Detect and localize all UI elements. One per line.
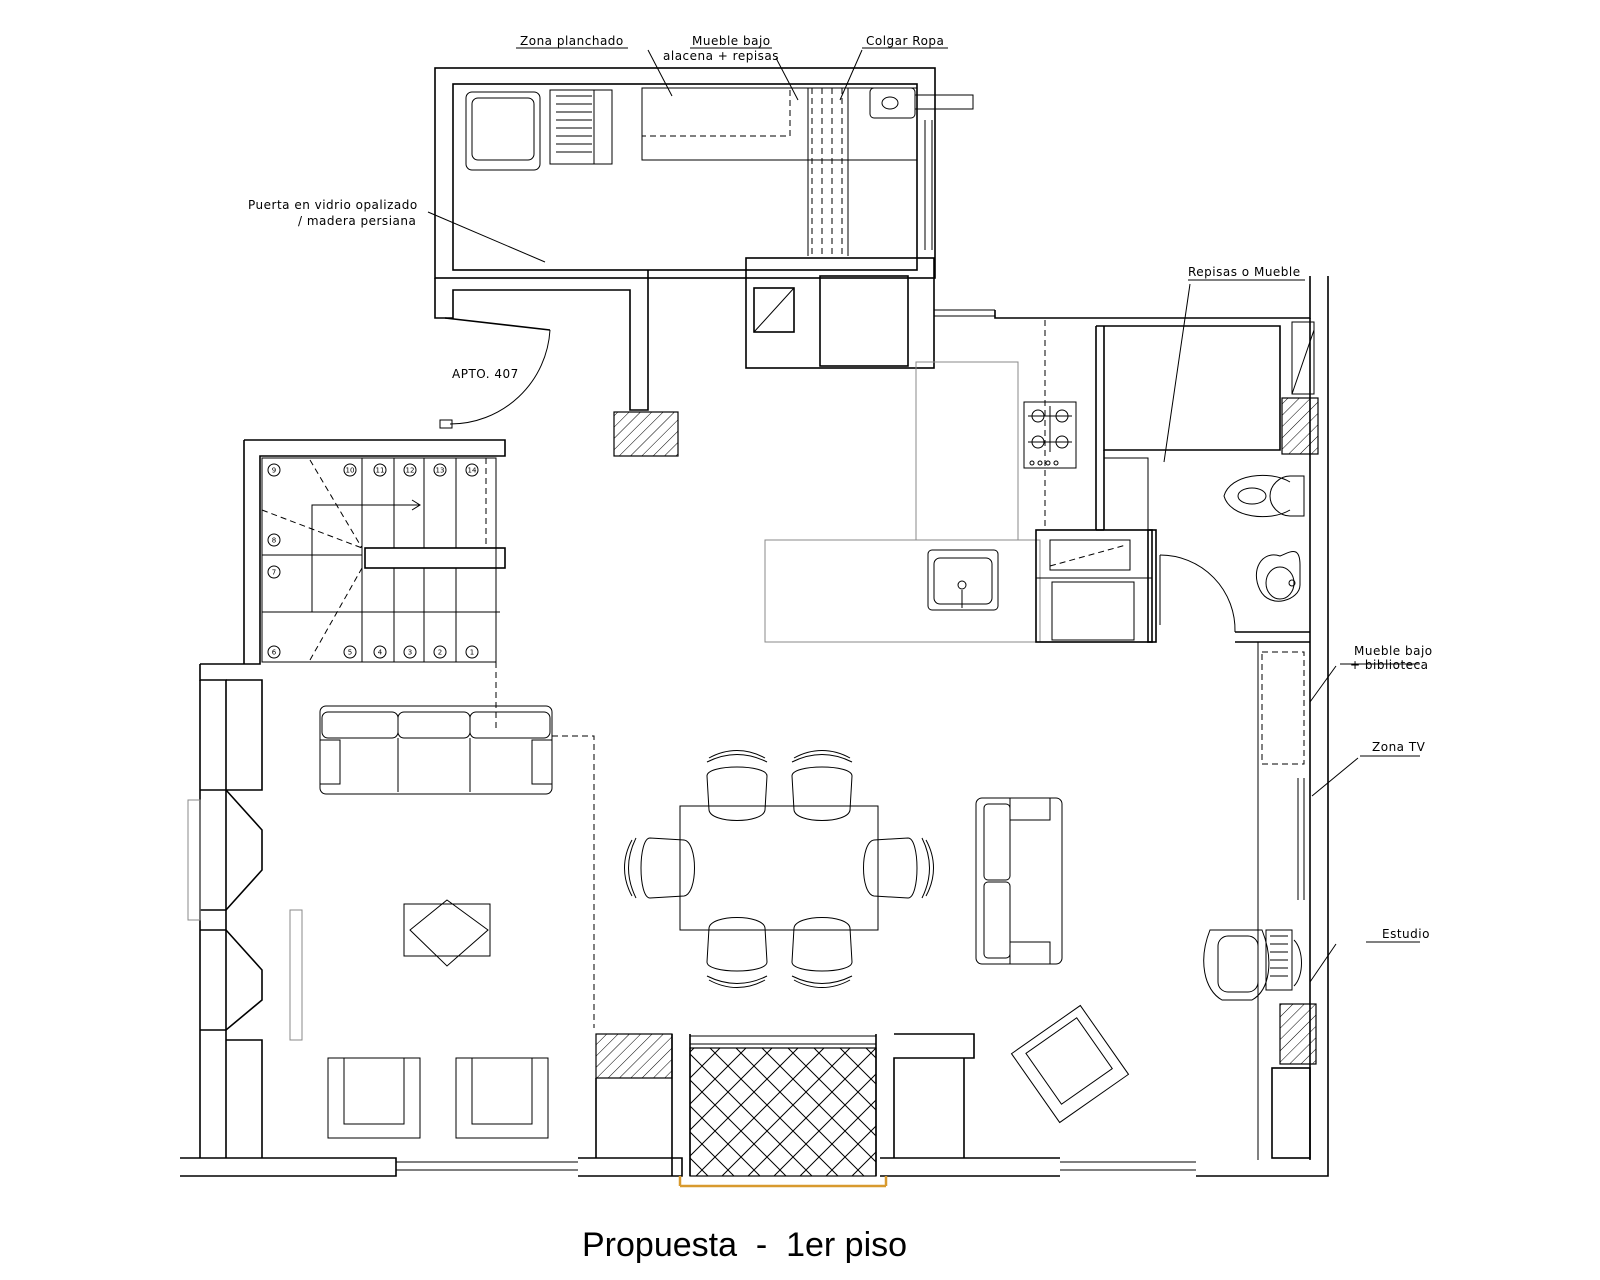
stair-step-marker (465, 463, 479, 477)
living-room (319, 705, 595, 1139)
stair-step-number: 14 (468, 467, 477, 475)
stair-step-number: 10 (346, 467, 355, 475)
stair-step-number: 2 (438, 649, 442, 657)
armchair-right (455, 1057, 549, 1139)
stair-step-number: 1 (470, 649, 474, 657)
label-estudio: Estudio (1382, 927, 1430, 941)
coffee-table (403, 903, 491, 957)
label-apto: APTO. 407 (452, 367, 519, 381)
right-wall-furniture (1257, 642, 1317, 1160)
label-mueble-bajo-right: Mueble bajo (1354, 644, 1433, 658)
stair-step-marker (403, 463, 417, 477)
label-colgar-ropa: Colgar Ropa (866, 34, 944, 48)
staircase (261, 457, 506, 730)
stair-step-marker (267, 645, 281, 659)
label-mueble-bajo-top: Mueble bajo (692, 34, 771, 48)
stair-step-marker (433, 645, 447, 659)
stair-step-number: 8 (272, 537, 276, 545)
laundry-room (434, 67, 995, 411)
dining-chair (791, 750, 853, 821)
label-zona-tv: Zona TV (1372, 740, 1426, 754)
stair-step-number: 11 (376, 467, 385, 475)
stair-numbers: 9 10 11 12 13 14 8 7 6 5 4 3 2 1 (267, 463, 479, 659)
stair-step-number: 3 (408, 649, 412, 657)
outer-walls (180, 276, 1329, 1177)
dining-chairs (624, 750, 934, 988)
stair-step-number: 6 (272, 649, 277, 657)
stair-step-marker (343, 645, 357, 659)
washbasin-icon (1255, 551, 1301, 602)
stair-step-number: 5 (348, 649, 352, 657)
dining-table (679, 805, 879, 931)
stair-step-marker (465, 645, 479, 659)
kitchen (764, 320, 1153, 643)
label-madera-persiana: / madera persiana (298, 214, 416, 228)
stair-step-marker (403, 645, 417, 659)
dining-area (624, 750, 934, 988)
bathroom (1095, 321, 1319, 643)
sink-icon (927, 549, 999, 611)
label-puerta-vidrio: Puerta en vidrio opalizado (248, 198, 418, 212)
plan-title: Propuesta - 1er piso (582, 1226, 907, 1264)
stair-step-marker (373, 645, 387, 659)
stair-step-number: 7 (272, 569, 276, 577)
sofa-icon (319, 705, 553, 795)
stair-step-marker (267, 533, 281, 547)
dining-chair (706, 917, 768, 988)
cooktop-icon (1023, 401, 1077, 469)
stair-step-marker (373, 463, 387, 477)
stair-step-number: 13 (436, 467, 445, 475)
entrance-door (439, 317, 551, 429)
lounge-chair (1010, 1004, 1130, 1124)
column-1 (613, 411, 679, 457)
stair-step-marker (433, 463, 447, 477)
left-window-bays (187, 679, 303, 1158)
label-alacena-repisas: alacena + repisas (663, 49, 779, 63)
dining-chair (863, 837, 934, 899)
leader-lines (427, 47, 1420, 983)
stair-step-number: 9 (272, 467, 276, 475)
stair-step-number: 12 (406, 467, 415, 475)
balcony (595, 1033, 975, 1188)
study-desk (1203, 929, 1302, 1001)
stair-step-marker (267, 565, 281, 579)
stair-step-marker (267, 463, 281, 477)
toilet-icon (1223, 474, 1305, 518)
tv-sofa (975, 797, 1063, 965)
dining-chair (706, 750, 768, 821)
armchair-left (327, 1057, 421, 1139)
label-zona-planchado: Zona planchado (520, 34, 624, 48)
stair-step-marker (343, 463, 357, 477)
stair-step-number: 4 (378, 649, 383, 657)
dining-chair (624, 837, 695, 899)
dining-chair (791, 917, 853, 988)
label-biblioteca: + biblioteca (1350, 658, 1429, 672)
label-repisas-mueble: Repisas o Mueble (1188, 265, 1301, 279)
